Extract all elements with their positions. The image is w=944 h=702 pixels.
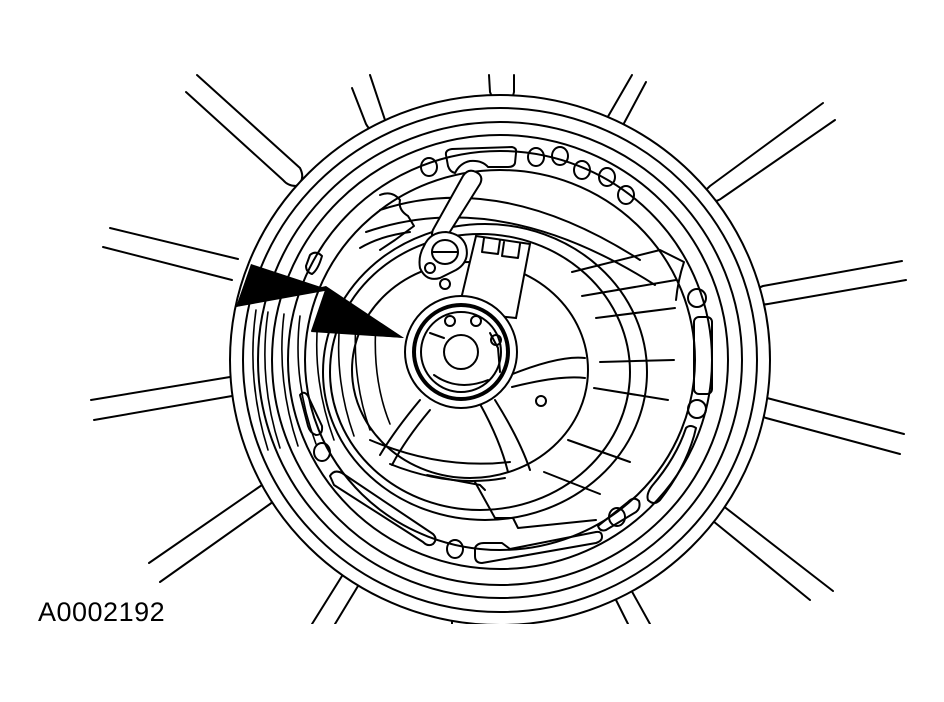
callout-arrow [236,264,404,338]
center-hub [404,295,518,409]
inner-assembly [252,169,696,551]
figure-id-label: A0002192 [38,597,166,627]
